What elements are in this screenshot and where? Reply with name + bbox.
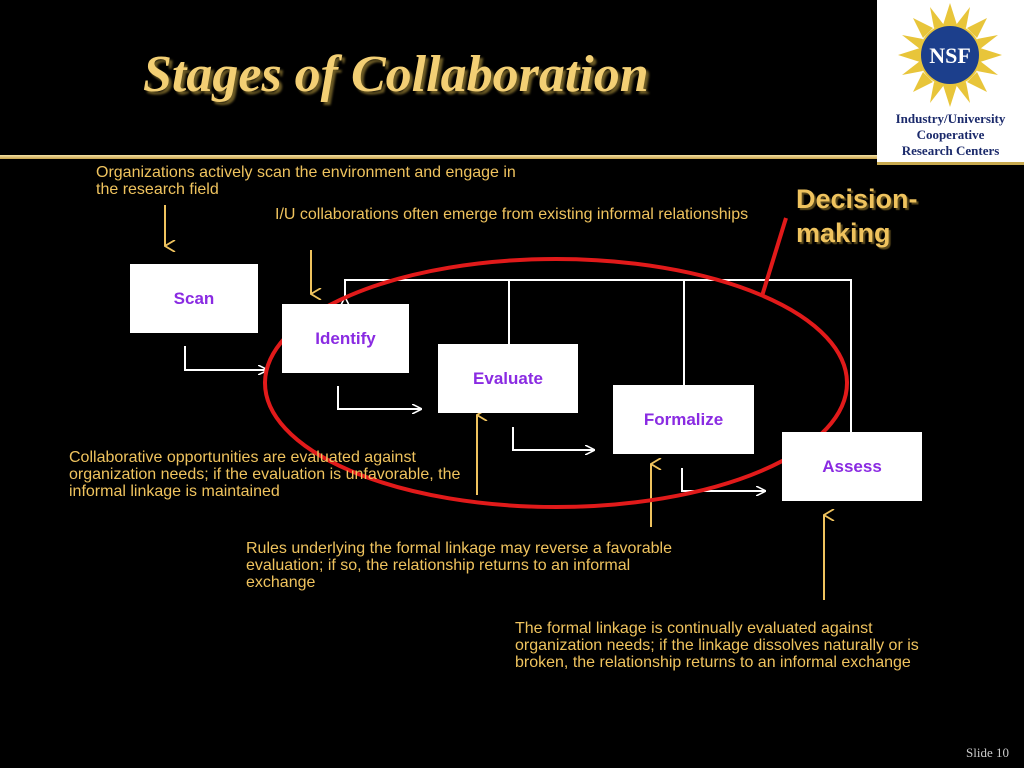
- arrow-formalize-to-assess: [681, 468, 765, 491]
- arrow-identify-to-evaluate: [337, 386, 421, 409]
- arrow-evaluate-to-formalize: [512, 427, 594, 450]
- note-formalize: Rules underlying the formal linkage may …: [246, 540, 672, 591]
- title-divider: [0, 155, 880, 159]
- note-scan: Organizations actively scan the environm…: [96, 164, 516, 198]
- nsf-logo: NSF Industry/University Cooperative Rese…: [877, 0, 1024, 165]
- note-evaluate: Collaborative opportunities are evaluate…: [69, 449, 461, 500]
- stage-identify-label: Identify: [315, 329, 376, 348]
- stage-identify: Identify: [282, 304, 409, 373]
- stage-evaluate: Evaluate: [438, 344, 578, 413]
- feedback-bracket: [345, 279, 852, 432]
- stage-assess-label: Assess: [822, 457, 882, 476]
- nsf-emblem-icon: NSF: [898, 3, 1002, 107]
- note-identify: I/U collaborations often emerge from exi…: [275, 206, 749, 223]
- logo-underline: [877, 162, 1024, 165]
- logo-caption: Industry/University Cooperative Research…: [895, 111, 1006, 158]
- stage-scan-label: Scan: [173, 289, 215, 308]
- stage-scan: Scan: [130, 264, 258, 333]
- note-assess: The formal linkage is continually evalua…: [515, 620, 919, 671]
- stage-assess: Assess: [782, 432, 922, 501]
- decision-pointer-line: [760, 217, 788, 297]
- slide-number: Slide 10: [966, 745, 1009, 760]
- stage-formalize-label: Formalize: [643, 410, 724, 429]
- decision-making-ellipse: [263, 257, 849, 509]
- stage-evaluate-label: Evaluate: [473, 369, 543, 388]
- slide-title: Stages of Collaboration: [143, 46, 649, 103]
- arrow-scan-to-identify: [184, 346, 267, 370]
- stage-formalize: Formalize: [613, 385, 754, 454]
- nsf-emblem-text: NSF: [929, 43, 971, 68]
- decision-making-label: Decision- making: [796, 184, 918, 248]
